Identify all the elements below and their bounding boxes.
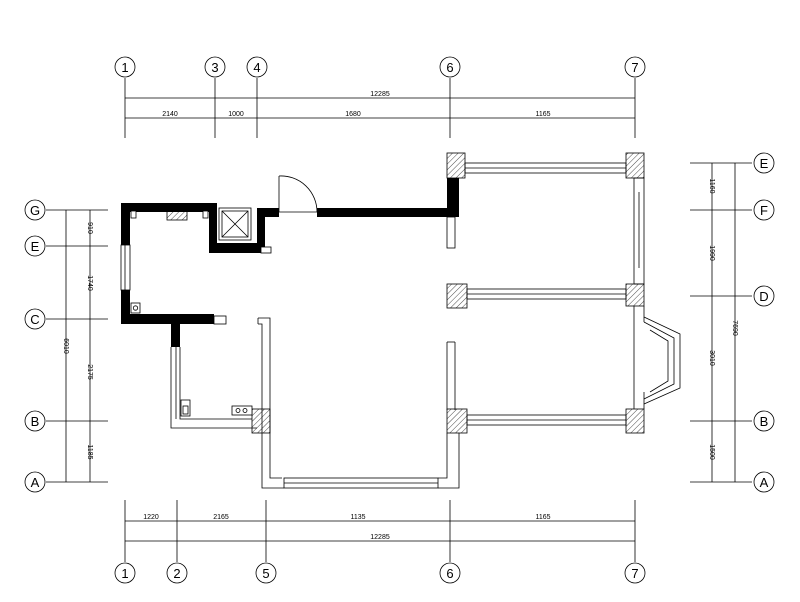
axis-bubble: 6: [439, 562, 461, 584]
svg-text:4: 4: [253, 60, 260, 75]
svg-text:3: 3: [211, 60, 218, 75]
right-dimensions: 1160 1990 3010 1500 7690: [690, 162, 752, 483]
svg-text:F: F: [760, 203, 768, 218]
column: [625, 152, 645, 179]
bottom-segment-dimension: 1135: [350, 514, 365, 521]
axis-bubble: 3: [204, 56, 226, 78]
stove: [231, 405, 253, 416]
column: [166, 204, 188, 221]
axis-bubble: 2: [166, 562, 188, 584]
right-segment-dimension: 3010: [708, 350, 715, 366]
fixture: [130, 302, 141, 314]
left-segment-dimension: 1185: [86, 444, 93, 459]
fixture: [202, 210, 209, 219]
left-segment-dimension: 910: [86, 222, 93, 234]
top-dimensions: 12285 2140 1000 1680 1165: [124, 78, 636, 138]
axis-bubble: A: [24, 471, 46, 493]
axis-bubble: E: [24, 235, 46, 257]
left-segment-dimension: 2175: [86, 364, 93, 380]
axis-bubble: 7: [624, 562, 646, 584]
axis-bubble: F: [753, 199, 775, 221]
column: [446, 283, 468, 309]
top-segment-dimension: 1680: [345, 111, 361, 118]
column: [625, 283, 645, 307]
bottom-axis-bubbles: 1 2 5 6 7: [114, 562, 646, 584]
axis-bubble: B: [753, 410, 775, 432]
sink: [180, 399, 191, 417]
svg-text:A: A: [760, 475, 769, 490]
entrance-door: [278, 175, 318, 213]
top-segment-dimension: 1000: [228, 111, 244, 118]
bottom-total-dimension: 12285: [370, 534, 390, 541]
bottom-segment-dimension: 1165: [535, 514, 550, 521]
svg-text:7: 7: [631, 566, 638, 581]
axis-bubble: E: [753, 152, 775, 174]
shaft: [218, 207, 252, 241]
hatched-columns: [166, 152, 645, 434]
column: [446, 408, 468, 434]
structural-walls: [121, 178, 459, 347]
top-axis-bubbles: 1 3 4 6 7: [114, 56, 646, 78]
right-axis-bubbles: E F D B A: [753, 152, 775, 493]
axis-bubble: B: [24, 410, 46, 432]
axis-bubble: 1: [114, 562, 136, 584]
svg-text:G: G: [30, 203, 40, 218]
bottom-segment-dimension: 2165: [213, 514, 229, 521]
left-total-dimension: 6010: [62, 338, 69, 354]
svg-text:E: E: [31, 239, 40, 254]
fixtures: [130, 210, 253, 417]
column: [625, 408, 645, 434]
right-total-dimension: 7690: [731, 320, 738, 336]
top-total-dimension: 12285: [370, 91, 390, 98]
column: [251, 408, 271, 434]
top-segment-dimension: 2140: [162, 111, 178, 118]
axis-bubble: 1: [114, 56, 136, 78]
svg-text:D: D: [759, 289, 768, 304]
svg-text:6: 6: [446, 60, 453, 75]
bottom-segment-dimension: 1220: [143, 514, 159, 521]
axis-bubble: 4: [246, 56, 268, 78]
svg-text:A: A: [31, 475, 40, 490]
axis-bubble: D: [753, 285, 775, 307]
axis-bubble: 6: [439, 56, 461, 78]
column: [446, 152, 466, 179]
axis-bubble: C: [24, 308, 46, 330]
svg-text:C: C: [30, 312, 39, 327]
svg-text:6: 6: [446, 566, 453, 581]
bottom-dimensions: 1220 2165 1135 1165 12285: [124, 500, 636, 562]
axis-bubble: G: [24, 199, 46, 221]
left-dimensions: 6010 910 1740 2175 1185: [46, 209, 108, 483]
svg-text:E: E: [760, 156, 769, 171]
right-segment-dimension: 1160: [708, 178, 715, 193]
right-segment-dimension: 1500: [708, 444, 715, 460]
svg-text:1: 1: [121, 566, 128, 581]
axis-bubble: A: [753, 471, 775, 493]
svg-text:B: B: [760, 414, 769, 429]
right-segment-dimension: 1990: [708, 245, 715, 261]
svg-text:5: 5: [262, 566, 269, 581]
svg-text:7: 7: [631, 60, 638, 75]
left-axis-bubbles: G E C B A: [24, 199, 46, 493]
fixture: [130, 210, 137, 219]
svg-text:1: 1: [121, 60, 128, 75]
svg-text:B: B: [31, 414, 40, 429]
top-segment-dimension: 1165: [535, 111, 550, 118]
axis-bubble: 5: [255, 562, 277, 584]
axis-bubble: 7: [624, 56, 646, 78]
svg-text:2: 2: [173, 566, 180, 581]
left-segment-dimension: 1740: [86, 275, 93, 291]
